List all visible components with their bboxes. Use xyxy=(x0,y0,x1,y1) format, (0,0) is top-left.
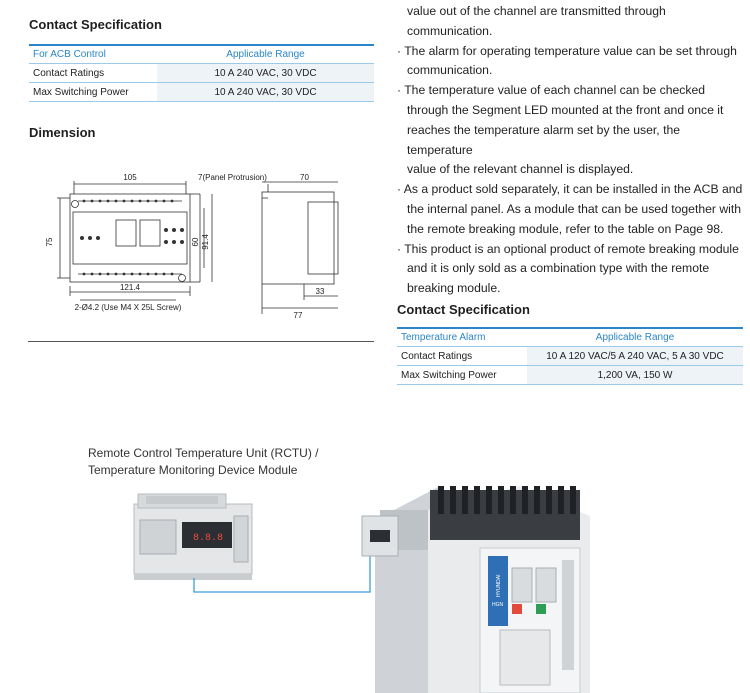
list-item: · This product is an optional product of… xyxy=(397,241,739,256)
table-row: Max Switching Power 1,200 VA, 150 W xyxy=(397,366,743,385)
row-value: 10 A 120 VAC/5 A 240 VAC, 5 A 30 VDC xyxy=(527,347,743,366)
bullet-marker: · xyxy=(397,43,402,58)
row-value: 10 A 240 VAC, 30 VDC xyxy=(157,64,374,83)
section-divider xyxy=(28,341,374,342)
dimension-drawing: 105 7(Panel Protrusion) 70 75 60 91.4 12… xyxy=(45,173,339,318)
bullet-continuation: value out of the channel are transmitted… xyxy=(407,4,666,38)
table-row: Contact Ratings 10 A 240 VAC, 30 VDC xyxy=(29,64,374,83)
table-header-row: For ACB Control Applicable Range xyxy=(29,44,374,64)
front-view-body xyxy=(69,193,191,283)
row-label: Max Switching Power xyxy=(397,366,527,385)
bullet-marker: · xyxy=(397,182,402,197)
header-cell: Applicable Range xyxy=(527,327,743,347)
dim-label-914: 91.4 xyxy=(201,234,210,250)
model-label: HGN xyxy=(492,602,504,608)
acb-breaker: HYUNDAI HGN xyxy=(361,486,590,693)
dimension-title: Dimension xyxy=(29,125,96,140)
table-header-row: Temperature Alarm Applicable Range xyxy=(397,327,743,347)
dim-label-60: 60 xyxy=(191,237,200,246)
bullet-marker: · xyxy=(397,83,402,98)
dim-label-screw: 2-Ø4.2 (Use M4 X 25L Screw) xyxy=(75,303,182,312)
dim-label-33: 33 xyxy=(316,287,325,296)
display-window xyxy=(115,219,137,247)
table-row: Max Switching Power 10 A 240 VAC, 30 VDC xyxy=(29,83,374,102)
display-window xyxy=(139,219,161,247)
left-spec-table: For ACB Control Applicable Range Contact… xyxy=(29,44,374,102)
row-value: 10 A 240 VAC, 30 VDC xyxy=(157,83,374,102)
mount-hole xyxy=(178,274,186,282)
list-item: · The alarm for operating temperature va… xyxy=(397,43,737,58)
dim-label-1214: 121.4 xyxy=(120,283,141,292)
row-label: Contact Ratings xyxy=(29,64,157,83)
header-cell: For ACB Control xyxy=(29,44,157,64)
header-cell: Temperature Alarm xyxy=(397,327,527,347)
dim-label-77: 77 xyxy=(294,311,303,318)
table-row: Contact Ratings 10 A 120 VAC/5 A 240 VAC… xyxy=(397,347,743,366)
product-illustration: 8.8.8 HYUNDAI HGN xyxy=(133,486,590,693)
feature-list: value out of the channel are transmitted… xyxy=(397,2,747,299)
right-spec-table: Temperature Alarm Applicable Range Conta… xyxy=(397,327,743,385)
rctu-module: 8.8.8 xyxy=(133,493,253,580)
dim-label-105: 105 xyxy=(123,173,137,182)
list-item: · As a product sold separately, it can b… xyxy=(397,182,743,197)
svg-text:8.8.8: 8.8.8 xyxy=(193,533,223,544)
brand-label: HYUNDAI xyxy=(496,574,502,597)
leader-line xyxy=(193,544,371,593)
bullet-marker: · xyxy=(397,241,402,256)
front-view-inner xyxy=(72,211,188,265)
left-spec-title: Contact Specification xyxy=(29,17,162,32)
product-caption: Remote Control Temperature Unit (RCTU) /… xyxy=(88,446,319,477)
dim-label-panel: 7(Panel Protrusion) xyxy=(198,173,267,182)
row-label: Contact Ratings xyxy=(397,347,527,366)
right-spec-title: Contact Specification xyxy=(397,302,530,317)
side-view-step xyxy=(307,201,339,275)
dim-label-75: 75 xyxy=(45,237,54,246)
row-value: 1,200 VA, 150 W xyxy=(527,366,743,385)
dim-label-70: 70 xyxy=(300,173,309,182)
row-label: Max Switching Power xyxy=(29,83,157,102)
list-item: · The temperature value of each channel … xyxy=(397,83,706,98)
side-view-body xyxy=(261,191,335,285)
mount-hole xyxy=(71,200,79,208)
header-cell: Applicable Range xyxy=(157,44,374,64)
